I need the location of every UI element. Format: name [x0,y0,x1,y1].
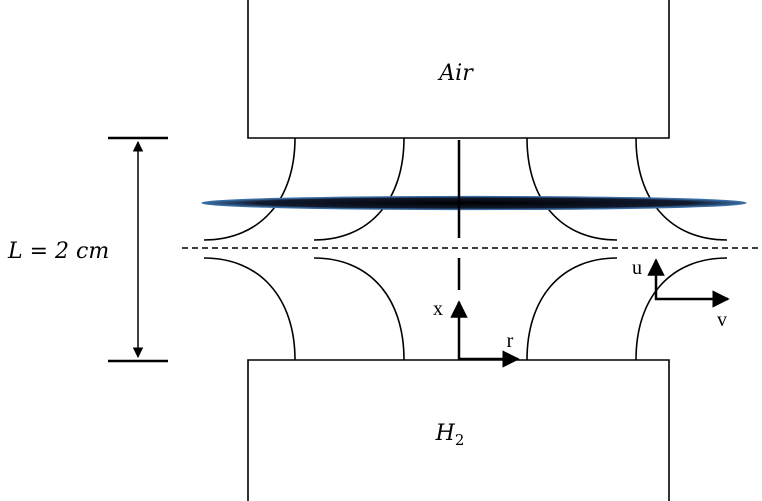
bottom-nozzle-label: H2 [435,421,465,449]
velocity-u-label: u [632,257,642,279]
axis-r-label: r [507,330,514,352]
lower-streamline-right-inner [526,257,618,361]
lower-streamline-right-outer [635,257,728,361]
lower-streamline-left-outer [203,257,296,361]
upper-streamline-right-outer [635,137,728,241]
top-nozzle [247,0,670,139]
axis-x-label: x [433,298,443,320]
velocity-v-label: v [717,309,727,331]
upper-streamlines [203,137,728,241]
subscript: 2 [455,431,465,449]
upper-streamline-left-outer [203,137,296,241]
length-label: L = 2 cm [7,239,109,264]
lower-streamline-left-inner [313,257,405,361]
top-nozzle-label: Air [437,61,474,86]
lower-streamlines [203,257,728,361]
upper-streamline-right-inner [526,137,618,241]
flame-sheet [201,195,747,211]
upper-streamline-left-inner [313,137,405,241]
